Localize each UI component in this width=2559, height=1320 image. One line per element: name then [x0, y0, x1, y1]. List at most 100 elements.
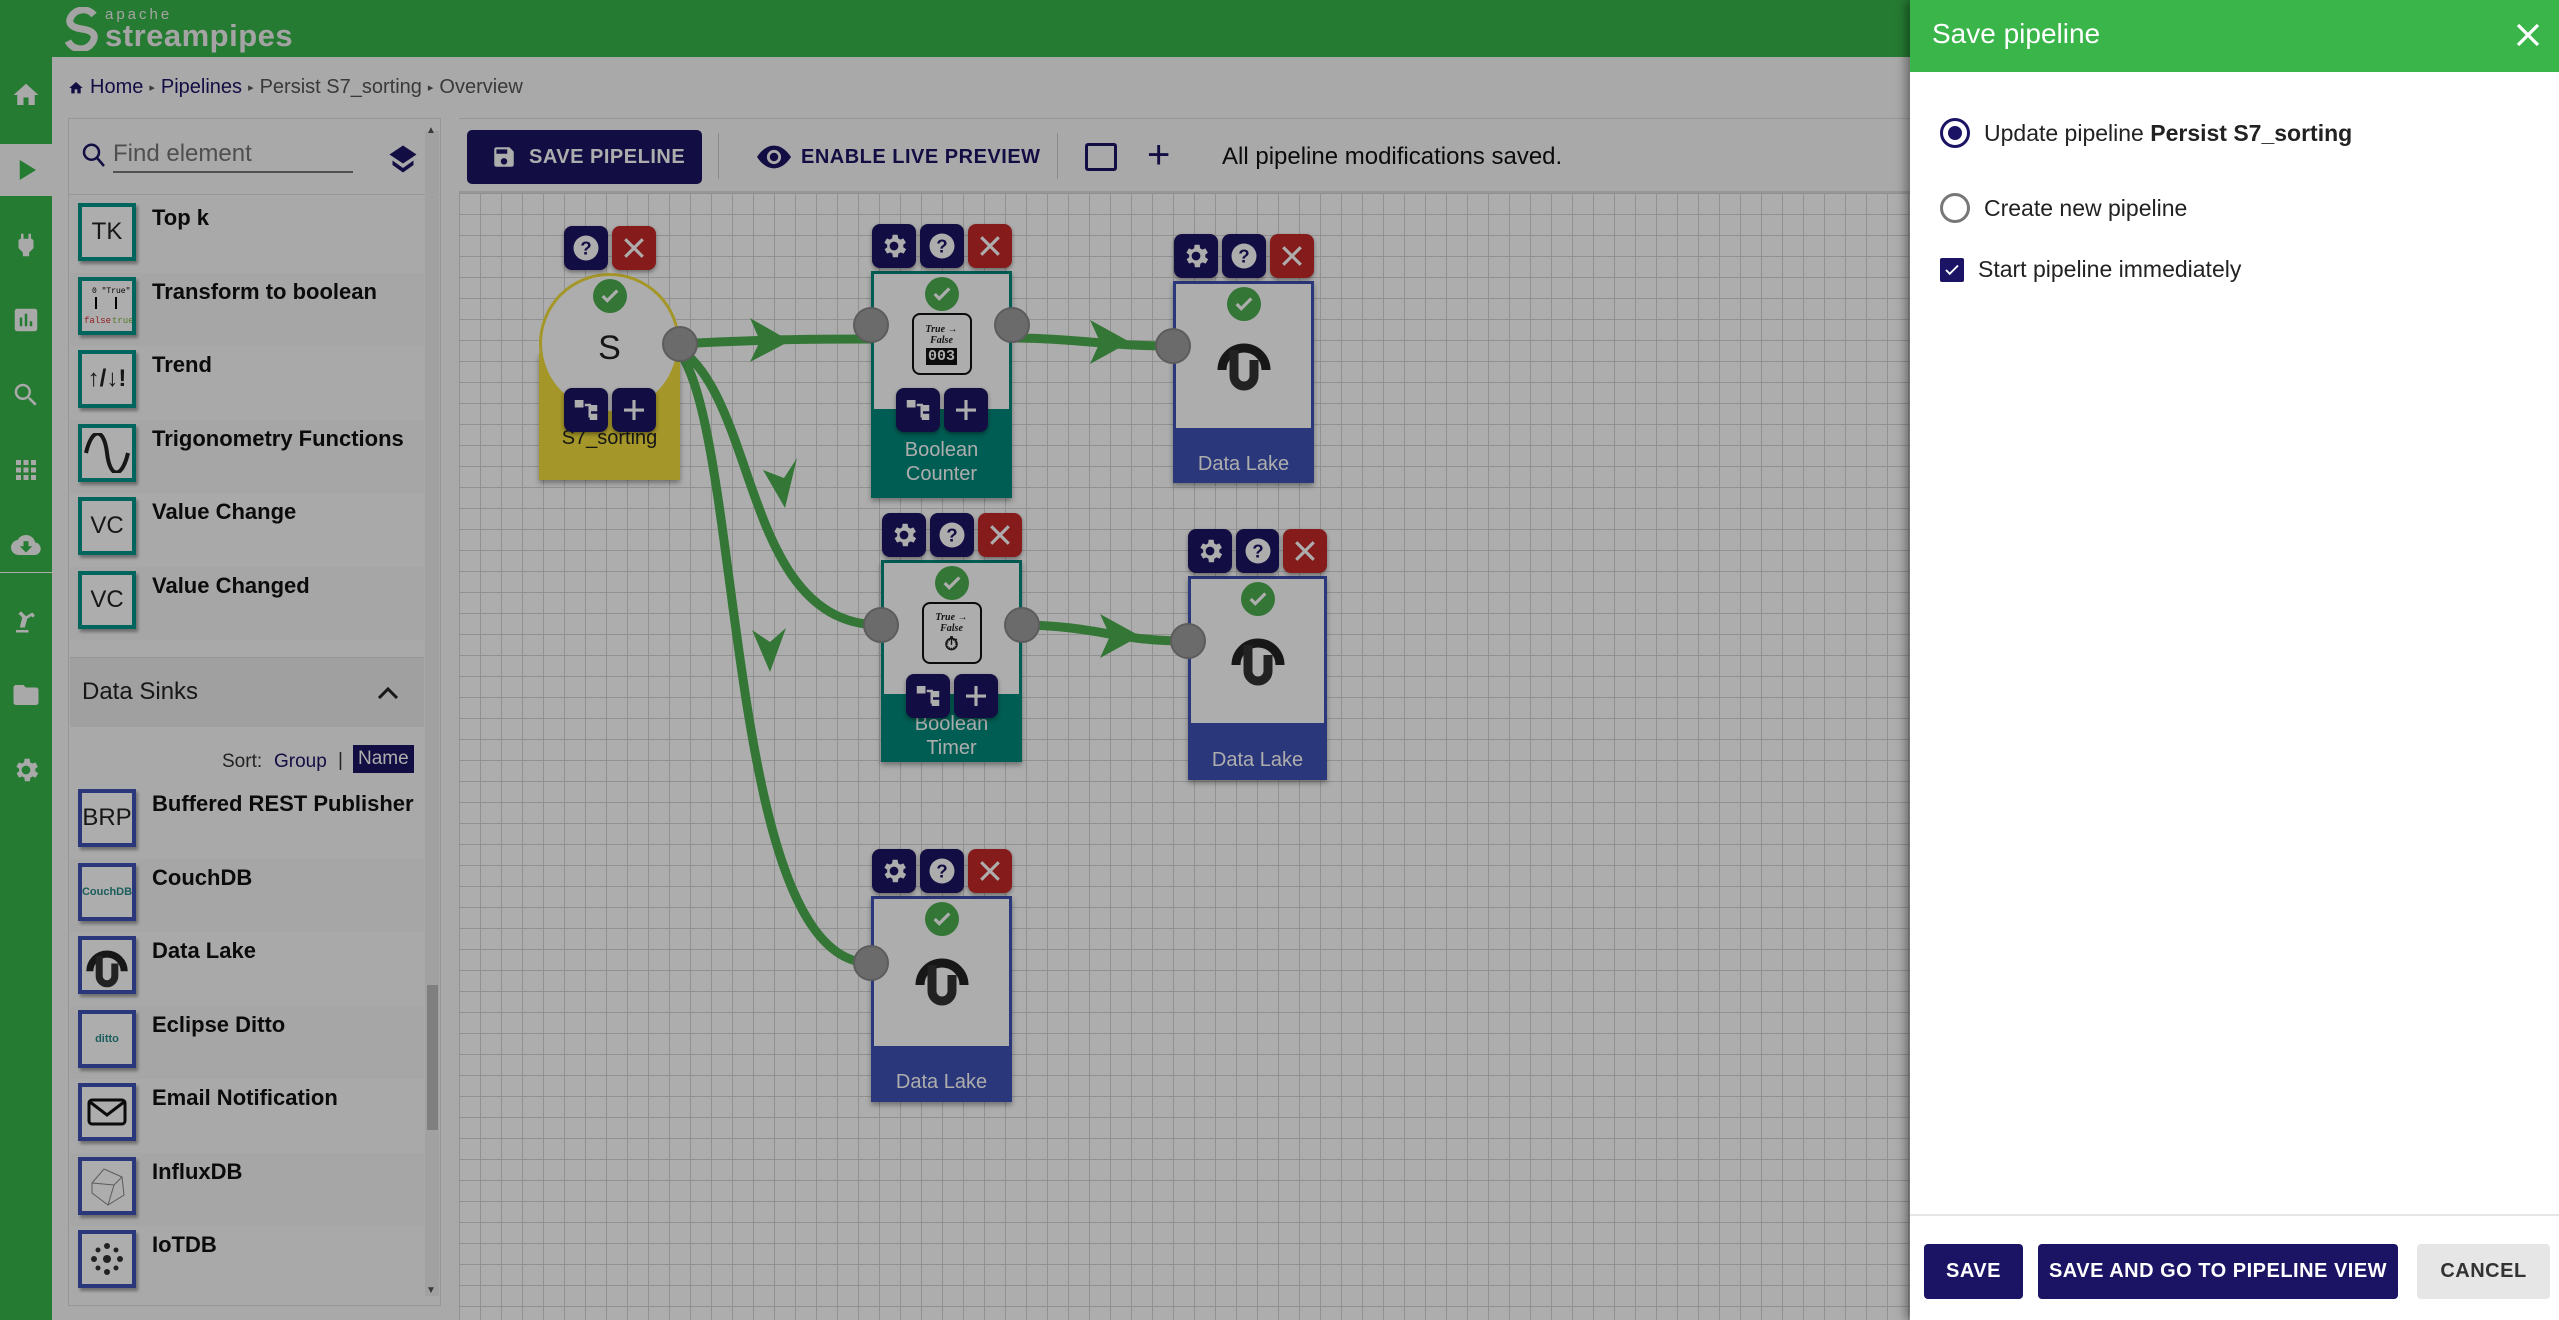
sine-icon — [84, 432, 130, 473]
output-port[interactable] — [1004, 607, 1040, 643]
node-help-button[interactable]: ? — [919, 224, 964, 268]
node-help-button[interactable]: ? — [1235, 529, 1280, 573]
list-item-name: Value Change — [152, 499, 297, 524]
add-icon[interactable]: + — [1147, 133, 1171, 177]
radio-update-selected[interactable] — [1940, 118, 1970, 148]
enable-live-preview-button[interactable]: ENABLE LIVE PREVIEW — [757, 139, 1041, 175]
input-port[interactable] — [1155, 328, 1191, 364]
option-update-pipeline[interactable]: Update pipeline Persist S7_sorting — [1940, 118, 2352, 148]
configure-node-button[interactable] — [871, 224, 916, 268]
data-sinks-header[interactable]: Data Sinks — [70, 657, 424, 727]
pipeline-node-processor[interactable]: ?True → False⏱Boolean Timer — [863, 513, 1040, 762]
scroll-up-arrow[interactable]: ▲ — [426, 125, 436, 136]
node-help-button[interactable]: ? — [919, 849, 964, 893]
checkbox-checked[interactable] — [1940, 257, 1964, 282]
pipeline-node-sink[interactable]: ?Data Lake — [1170, 529, 1328, 780]
close-icon[interactable] — [2513, 20, 2543, 50]
nav-install[interactable] — [0, 519, 52, 571]
compatible-elements-button[interactable] — [563, 388, 608, 432]
input-port[interactable] — [853, 945, 889, 981]
scroll-down-arrow[interactable]: ▼ — [426, 1285, 436, 1296]
breadcrumb-home[interactable]: Home — [90, 76, 144, 98]
input-port[interactable] — [853, 307, 889, 343]
fit-to-screen-icon[interactable] — [1085, 143, 1117, 171]
nav-data-explorer[interactable] — [0, 369, 52, 421]
nav-connect[interactable] — [0, 219, 52, 271]
output-port[interactable] — [662, 326, 698, 362]
play-icon — [19, 160, 36, 180]
option-create-new[interactable]: Create new pipeline — [1940, 193, 2187, 223]
cancel-button[interactable]: CANCEL — [2417, 1244, 2550, 1299]
modal-backdrop[interactable] — [0, 0, 1910, 1320]
find-element-input[interactable] — [113, 137, 353, 173]
nav-assets[interactable] — [0, 594, 52, 646]
remove-node-button[interactable] — [977, 513, 1022, 557]
scrollbar-thumb[interactable] — [427, 985, 438, 1130]
nav-pipelines[interactable] — [0, 144, 52, 196]
save-button[interactable]: SAVE — [1924, 1244, 2023, 1299]
list-item[interactable]: Email Notification — [70, 1079, 424, 1152]
node-toolbar: ? — [1188, 529, 1328, 573]
breadcrumb-pipelines[interactable]: Pipelines — [160, 76, 243, 98]
node-help-button[interactable]: ? — [1221, 234, 1266, 278]
valid-check-icon — [924, 277, 959, 311]
save-pipeline-button[interactable]: SAVE PIPELINE — [467, 130, 702, 184]
pipeline-node-sink[interactable]: ?Data Lake — [1155, 234, 1314, 483]
list-item[interactable]: Data Lake — [70, 932, 424, 1005]
nav-home[interactable] — [0, 69, 52, 121]
radio-create-new[interactable] — [1940, 193, 1970, 223]
list-item-name: IoTDB — [152, 1232, 217, 1257]
sort-by-name[interactable]: Name — [353, 745, 414, 773]
valid-check-icon — [934, 566, 969, 600]
start-immediately-checkbox[interactable]: Start pipeline immediately — [1940, 256, 2241, 283]
node-help-button[interactable]: ? — [929, 513, 974, 557]
remove-node-button[interactable] — [967, 224, 1012, 268]
input-port[interactable] — [1170, 623, 1206, 659]
remove-node-button[interactable] — [611, 226, 656, 270]
list-item[interactable]: InfluxDB — [70, 1152, 424, 1226]
input-port[interactable] — [863, 607, 899, 643]
pipeline-node-sink[interactable]: ?Data Lake — [853, 849, 1012, 1102]
node-actions — [881, 674, 1022, 718]
compatible-elements-button[interactable] — [895, 388, 940, 432]
remove-node-button[interactable] — [1283, 529, 1328, 573]
sort-by-group[interactable]: Group — [274, 751, 327, 772]
compatible-elements-button[interactable] — [905, 674, 950, 718]
svg-text:?: ? — [1238, 245, 1249, 266]
remove-node-button[interactable] — [967, 849, 1012, 893]
list-item-name: Transform to boolean — [152, 278, 377, 304]
add-element-button[interactable] — [953, 674, 998, 718]
nav-apps[interactable] — [0, 444, 52, 496]
nav-settings[interactable] — [0, 744, 52, 796]
add-element-button[interactable] — [943, 388, 988, 432]
output-port[interactable] — [994, 307, 1030, 343]
list-item[interactable]: IoTDB — [70, 1226, 424, 1299]
configure-node-button[interactable] — [881, 513, 926, 557]
list-item[interactable]: Trigonometry Functions — [70, 419, 424, 493]
gear-icon — [883, 234, 906, 258]
save-and-go-button[interactable]: SAVE AND GO TO PIPELINE VIEW — [2038, 1244, 2398, 1299]
nav-files[interactable] — [0, 669, 52, 721]
nav-dashboard[interactable] — [0, 294, 52, 346]
configure-node-button[interactable] — [871, 849, 916, 893]
node-help-button[interactable]: ? — [563, 226, 608, 270]
gear-icon — [893, 523, 916, 547]
list-item[interactable]: ↑/↓!Trend — [70, 346, 424, 419]
node-label-area: Boolean Counter — [871, 409, 1012, 498]
add-element-button[interactable] — [611, 388, 656, 432]
layers-icon[interactable] — [385, 141, 421, 177]
configure-node-button[interactable] — [1188, 529, 1232, 573]
remove-node-button[interactable] — [1269, 234, 1314, 278]
configure-node-button[interactable] — [1173, 234, 1218, 278]
